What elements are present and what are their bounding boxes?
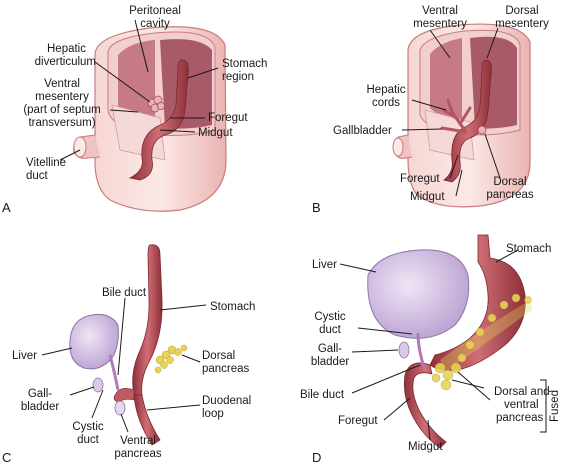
label-ventral-mesentery-3: (part of septum [23,104,100,116]
panel-b-dorsal-pancreas-bud [477,125,487,135]
label-d-dv-pancreas-1: Dorsal and [494,386,550,398]
panel-b-hepatic-cords [440,98,472,134]
panel-b-cavity-left [430,38,462,120]
panel-d-bile-duct [416,332,427,371]
panel-letter-a: A [2,200,11,215]
panel-c: Bile duct Stomach Liver Dorsal pancreas … [2,244,255,465]
label-c-cystic-duct-2: duct [77,434,100,446]
panel-b-cavity-right [470,36,517,129]
label-hepatic-diverticulum-1: Hepatic [47,43,86,55]
label-c-liver: Liver [12,350,37,362]
label-b-dorsal-mesentery-2: mesentery [495,18,549,30]
panel-letter-c: C [2,450,11,465]
panel-c-ventral-pancreas [114,400,126,416]
panel-c-bile-duct [108,354,120,391]
label-d-fused: Fused [549,390,561,422]
label-c-cystic-duct-1: Cystic [72,421,104,433]
panel-b-gut [443,59,492,183]
label-d-gallbladder-1: Gall- [318,343,342,355]
label-b-dorsal-pancreas-2: pancreas [486,189,534,201]
panel-a: Peritoneal cavity Hepatic diverticulum S… [2,5,267,215]
label-c-duodenal-loop-1: Duodenal [202,395,251,407]
label-b-ventral-mesentery-2: mesentery [413,18,467,30]
label-b-dorsal-mesentery-1: Dorsal [505,5,538,17]
label-ventral-mesentery-4: transversum) [28,117,95,129]
label-c-dorsal-pancreas-1: Dorsal [202,350,235,362]
panel-d-pancreas-tail-overlay [440,300,532,372]
panel-d-gallbladder [398,341,410,359]
label-peritoneal-cavity-1: Peritoneal [129,5,181,17]
label-ventral-mesentery-1: Ventral [44,78,80,90]
label-b-hepatic-cords-1: Hepatic [367,84,406,96]
panel-a-cavity-left [118,40,155,120]
label-b-gallbladder: Gallbladder [333,125,392,137]
label-b-foregut: Foregut [400,173,440,185]
panel-c-duodenal-loop [133,394,161,446]
panel-d-pancreas [431,293,532,391]
label-d-cystic-duct-1: Cystic [314,311,346,323]
panel-d-duodenum [403,362,447,449]
label-d-dv-pancreas-2: ventral [504,399,539,411]
panel-d: Liver Stomach Cystic duct Gall- bladder … [300,234,561,465]
label-c-ventral-pancreas-2: pancreas [114,448,162,460]
panel-c-gallbladder [92,377,104,393]
label-d-stomach: Stomach [506,243,551,255]
label-d-dv-pancreas-3: pancreas [496,412,544,424]
panel-c-liver [69,314,119,370]
label-stomach-region-1: Stomach [222,58,267,70]
label-c-duodenal-loop-2: loop [202,408,224,420]
panel-letter-d: D [312,450,321,465]
label-ventral-mesentery-2: mesentery [35,91,89,103]
label-c-gallbladder-2: bladder [21,401,60,413]
label-d-foregut: Foregut [338,415,378,427]
panel-c-dorsal-pancreas [154,344,188,374]
label-midgut-a: Midgut [198,127,233,139]
label-vitelline-duct-2: duct [26,170,49,182]
panel-letter-b: B [312,200,321,215]
label-foregut-a: Foregut [208,112,248,124]
label-c-gallbladder-1: Gall- [28,388,52,400]
label-c-stomach: Stomach [210,301,255,313]
label-d-bile-duct: Bile duct [300,389,345,401]
label-d-cystic-duct-2: duct [319,324,342,336]
label-b-hepatic-cords-2: cords [372,97,400,109]
label-d-midgut: Midgut [408,441,443,453]
label-vitelline-duct-1: Vitelline [26,157,66,169]
label-peritoneal-cavity-2: cavity [140,18,170,30]
label-c-dorsal-pancreas-2: pancreas [202,363,250,375]
label-b-dorsal-pancreas-1: Dorsal [493,176,526,188]
label-hepatic-diverticulum-2: diverticulum [35,56,96,68]
label-d-liver: Liver [312,259,337,271]
label-c-ventral-pancreas-1: Ventral [120,435,156,447]
label-stomach-region-2: region [222,71,254,83]
panel-a-hepatic-bud [147,95,165,113]
label-c-bile-duct: Bile duct [102,287,147,299]
panel-b: Ventral mesentery Dorsal mesentery Hepat… [312,5,549,215]
label-b-midgut: Midgut [410,191,445,203]
label-d-gallbladder-2: bladder [311,356,350,368]
label-b-ventral-mesentery-1: Ventral [422,5,458,17]
panel-d-liver [367,249,470,339]
panel-c-duodenum-join [113,388,135,403]
